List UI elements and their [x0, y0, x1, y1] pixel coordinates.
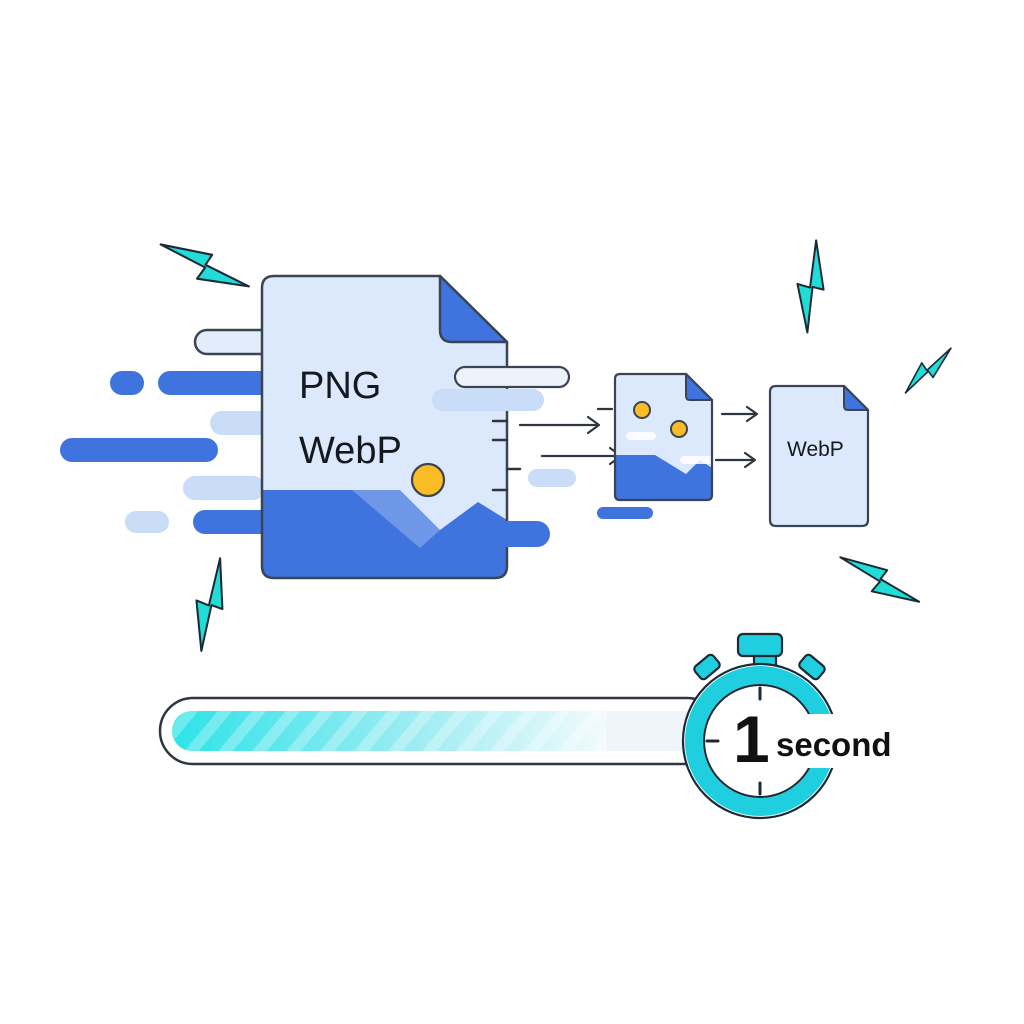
speed-streak [125, 511, 169, 533]
speed-streak [110, 371, 144, 395]
progress-bar [158, 696, 722, 766]
image-icon [262, 490, 507, 578]
stopwatch-crown [736, 632, 784, 658]
speed-streak [453, 365, 571, 389]
speed-streak [528, 469, 576, 487]
lightning-bolt-icon [159, 243, 250, 288]
arrow-right-icon [518, 415, 601, 435]
source-document: PNG WebP [260, 274, 509, 580]
stopwatch-side-button [798, 653, 826, 681]
timer-value: 1 [733, 702, 770, 776]
source-format-label: PNG [299, 365, 381, 407]
compressed-document [613, 372, 720, 502]
page-fold [685, 373, 713, 401]
output-document: WebP [768, 384, 870, 528]
progress-stripes [172, 711, 607, 751]
speed-streak [183, 476, 265, 500]
speed-streak [597, 507, 653, 519]
timer-unit: second [776, 726, 892, 763]
speed-streak [450, 521, 550, 547]
image-glitch [626, 432, 656, 440]
arrow-right-icon [540, 446, 623, 466]
image-icon [615, 455, 712, 500]
output-format-label: WebP [787, 438, 844, 461]
target-format-label: WebP [299, 430, 402, 472]
speed-streak [432, 389, 544, 411]
speed-streak [158, 371, 274, 395]
arrow-right-icon [720, 405, 759, 423]
arrow-right-icon [714, 451, 757, 469]
lightning-bolt-icon [839, 556, 921, 603]
lightning-bolt-icon [796, 239, 825, 334]
lightning-bolt-icon [195, 557, 224, 652]
stopwatch-icon: 1 second [681, 632, 892, 820]
sun-dot [670, 420, 688, 438]
image-glitch [680, 456, 720, 464]
lightning-bolt-icon [904, 347, 952, 394]
speed-streaks-right [432, 365, 653, 547]
sun-dot [633, 401, 651, 419]
sun-dot [410, 462, 446, 498]
page-fold [438, 274, 509, 344]
speed-streak [60, 438, 218, 462]
stopwatch-side-button [693, 653, 721, 681]
page-fold [843, 385, 869, 411]
